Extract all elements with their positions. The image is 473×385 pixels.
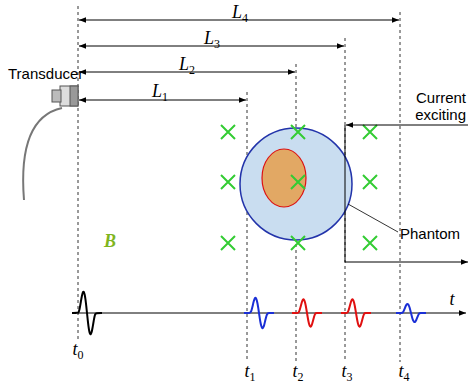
magnetic-field-crosses [221, 125, 377, 250]
time-label: t4 [398, 362, 409, 384]
echo-pulse [341, 299, 371, 326]
pulses [72, 292, 426, 334]
field-cross [291, 125, 305, 139]
field-label: B [104, 232, 116, 252]
field-cross [221, 175, 235, 189]
echo-pulse [72, 292, 102, 334]
dimension-label: L3 [204, 29, 220, 51]
echo-pulse [244, 298, 274, 328]
field-cross [291, 175, 305, 189]
dimension-label: L1 [152, 82, 168, 104]
guide-lines [78, 6, 400, 362]
field-cross [363, 175, 377, 189]
field-cross [221, 236, 235, 250]
time-label: t3 [341, 362, 352, 384]
time-label: t0 [72, 340, 83, 362]
time-label: t2 [292, 362, 303, 384]
transducer-icon [23, 86, 78, 200]
inclusion [262, 149, 306, 207]
field-cross [363, 236, 377, 250]
dimension-label: L2 [179, 55, 195, 77]
phantom-circle [240, 128, 352, 240]
phantom-label: Phantom [400, 226, 460, 243]
axis-label: t [449, 290, 454, 310]
field-cross [363, 125, 377, 139]
current-wire [345, 125, 468, 262]
current-label: Current exciting [396, 90, 466, 123]
dimension-arrows [79, 20, 399, 100]
leader-line [348, 204, 398, 232]
echo-pulse [292, 299, 322, 326]
dimension-label: L4 [232, 3, 248, 25]
field-cross [221, 125, 235, 139]
field-cross [291, 236, 305, 250]
time-label: t1 [244, 362, 255, 384]
transducer-label: Transducer [8, 66, 83, 83]
echo-pulse [396, 304, 426, 322]
